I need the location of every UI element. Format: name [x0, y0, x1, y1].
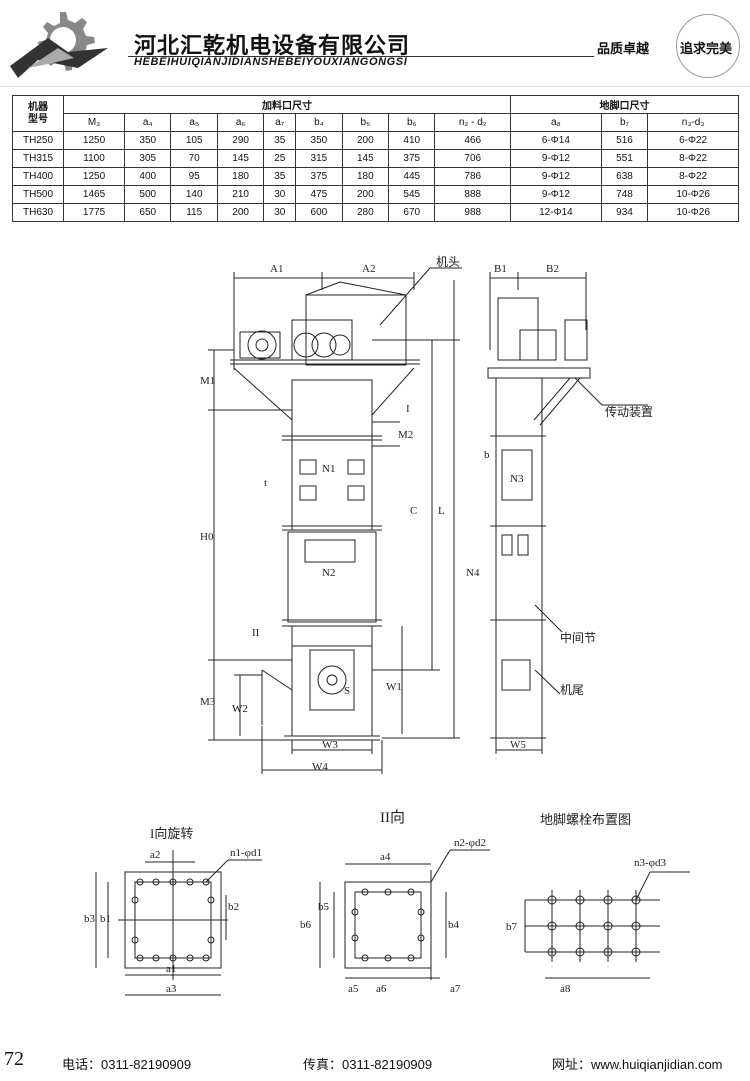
label-I: I — [406, 403, 410, 415]
v2-a6: a6 — [376, 983, 387, 995]
col-header: a₈ — [510, 113, 602, 132]
header-bottom-line — [0, 86, 750, 87]
view3-title: 地脚螺栓布置图 — [540, 812, 631, 827]
footer-fax: 传真：0311-82190909 — [303, 1057, 433, 1072]
model-header: 机器 型号 — [12, 95, 64, 132]
footer-tel: 电话：0311-82190909 — [62, 1057, 192, 1072]
table-header-row-1: 机器 型号 加料口尺寸 地脚口尺寸 — [12, 95, 739, 132]
v3-n3d3: n3-φd3 — [634, 857, 667, 869]
v2-a7: a7 — [450, 983, 461, 995]
label-drive: 传动装置 — [605, 404, 653, 419]
label-M3: M3 — [200, 696, 216, 708]
label-M1: M1 — [200, 375, 215, 387]
v1-a3: a3 — [166, 983, 177, 995]
label-N3: N3 — [510, 473, 524, 485]
table-header-row-2: M₃ a₄ a₅ a₆ a₇ b₄ b₅ b₆ n₂ - d₂ a₈ b₇ n₃… — [13, 113, 739, 132]
label-head: 机头 — [436, 255, 460, 269]
col-header: M₃ — [62, 113, 126, 132]
col-header: a₅ — [170, 113, 218, 132]
v3-b7: b7 — [506, 921, 518, 933]
col-header: n₂ - d₂ — [434, 113, 512, 132]
page-footer: 72 电话：0311-82190909 传真：0311-82190909 网址：… — [0, 1040, 750, 1080]
v1-b2: b2 — [228, 901, 239, 913]
v1-b1: b1 — [100, 913, 111, 925]
label-b: b — [484, 449, 490, 461]
page-header: 河北汇乾机电设备有限公司 HEBEIHUIQIANJIDIANSHEBEIYOU… — [0, 0, 750, 87]
company-name-en: HEBEIHUIQIANJIDIANSHEBEIYOUXIANGONGSI — [134, 56, 408, 68]
feed-opening-header: 加料口尺寸 — [62, 95, 512, 114]
col-header: b₅ — [341, 113, 390, 132]
v1-n1d1: n1-φd1 — [230, 847, 262, 859]
label-B1: B1 — [494, 263, 507, 275]
label-N2: N2 — [322, 567, 335, 579]
col-header: b₇ — [600, 113, 649, 132]
col-header: a₆ — [216, 113, 265, 132]
col-header: b₄ — [295, 113, 343, 132]
slogan-quality: 品质卓越 — [597, 42, 650, 57]
v1-a2: a2 — [150, 849, 160, 861]
v2-b5: b5 — [318, 901, 330, 913]
label-N1: N1 — [322, 463, 335, 475]
company-name-cn: 河北汇乾机电设备有限公司 — [134, 34, 411, 59]
label-tail: 机尾 — [560, 683, 584, 697]
col-header: a₄ — [124, 113, 172, 132]
label-W5: W5 — [510, 739, 526, 751]
label-t: t — [264, 477, 267, 489]
slogan-circle — [676, 14, 740, 78]
label-N4: N4 — [466, 567, 480, 579]
footer-website: 网址：www.huiqianjidian.com — [552, 1057, 723, 1072]
v1-a1: a1 — [166, 963, 176, 975]
spec-table: 机器 型号 加料口尺寸 地脚口尺寸 M₃ a₄ a₅ a₆ a₇ b₄ b₅ b… — [12, 95, 739, 222]
slogan-perfection: 追求完美 — [680, 42, 733, 57]
label-W1: W1 — [386, 681, 402, 693]
company-logo-icon — [10, 12, 108, 78]
label-W4: W4 — [312, 761, 328, 773]
label-L: L — [438, 505, 445, 517]
label-M2: M2 — [398, 429, 413, 441]
label-S: S — [344, 685, 350, 697]
view2-title: II向 — [380, 809, 405, 826]
v2-a5: a5 — [348, 983, 359, 995]
label-middle: 中间节 — [560, 630, 596, 645]
v2-b6: b6 — [300, 919, 312, 931]
label-C: C — [410, 505, 417, 517]
page-number: 72 — [4, 1048, 24, 1070]
elevator-drawing: A1 A2 机头 M1 M2 H0 M3 W2 N1 N2 t I II S W… — [84, 255, 690, 996]
label-A2: A2 — [362, 263, 375, 275]
v2-b4: b4 — [448, 919, 460, 931]
label-H0: H0 — [200, 531, 214, 543]
label-A1: A1 — [270, 263, 283, 275]
v3-a8: a8 — [560, 983, 571, 995]
label-II: II — [252, 627, 260, 639]
label-B2: B2 — [546, 263, 559, 275]
label-W3: W3 — [322, 739, 338, 751]
v2-a4: a4 — [380, 851, 391, 863]
label-W2: W2 — [232, 703, 248, 715]
view1-title: I向旋转 — [150, 826, 193, 841]
v1-b3: b3 — [84, 913, 96, 925]
col-header: n₃-d₃ — [647, 113, 739, 132]
foot-opening-header: 地脚口尺寸 — [510, 95, 739, 114]
v2-n2d2: n2-φd2 — [454, 837, 486, 849]
col-header: b₆ — [388, 113, 436, 132]
header-divider — [128, 56, 594, 57]
col-header: a₇ — [263, 113, 297, 132]
